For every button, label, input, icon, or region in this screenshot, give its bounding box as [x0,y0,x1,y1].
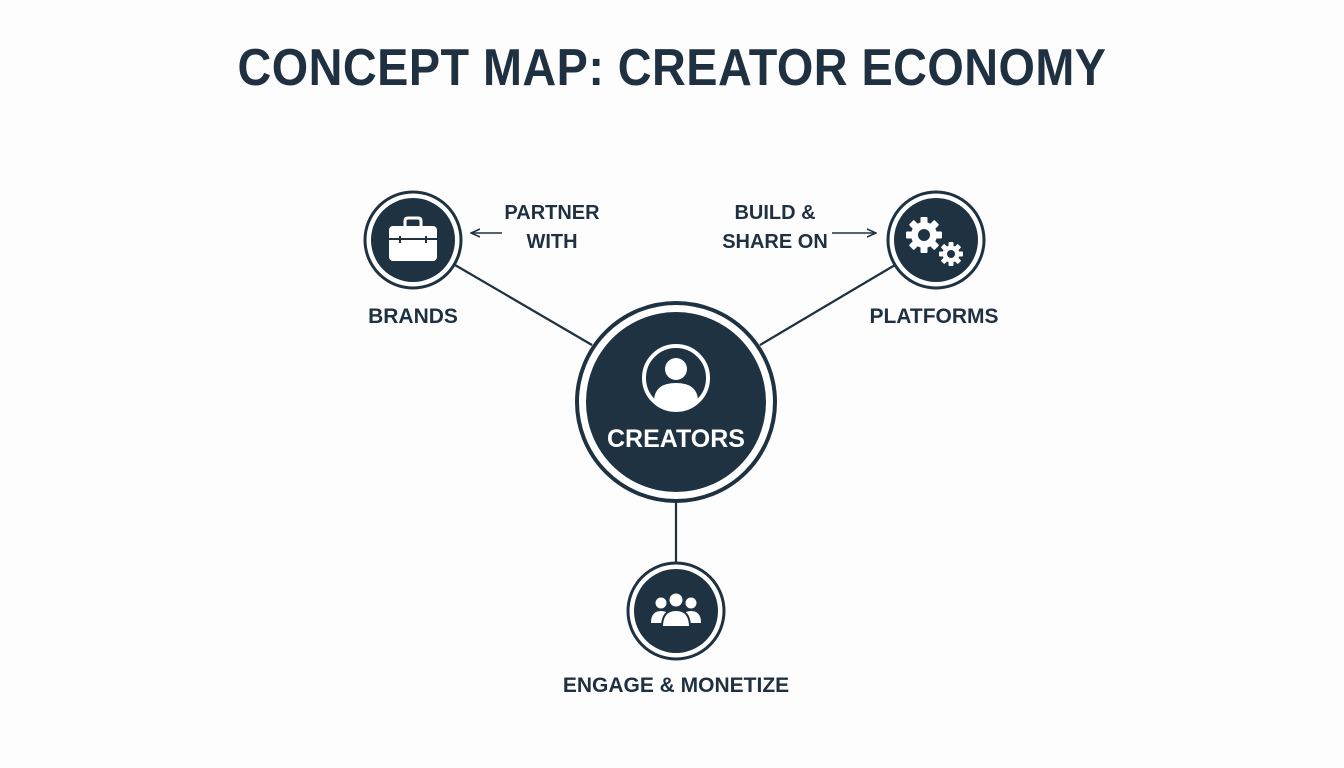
page-title: CONCEPT MAP: CREATOR ECONOMY [237,39,1107,97]
node-audience [626,561,726,661]
edge-label-brands: PARTNER WITH [492,199,612,257]
edge-label-platforms-line1: BUILD & [734,202,816,224]
node-label-platforms: PLATFORMS [869,305,999,328]
edge-label-brands-line2: WITH [526,231,578,253]
node-brands [363,190,463,290]
node-platforms [886,190,986,290]
node-label-brands: BRANDS [368,305,458,328]
node-creators [575,301,777,503]
gears-icon [906,217,963,266]
connector-platforms [759,264,896,346]
node-label-creators: CREATORS [607,425,745,453]
connector-brands [454,264,593,346]
edge-label-brands-line1: PARTNER [504,202,600,224]
group-icon [651,591,701,628]
user-icon [642,344,710,412]
node-label-audience: ENGAGE & MONETIZE [562,674,790,697]
briefcase-icon [389,216,437,261]
edge-label-platforms: BUILD & SHARE ON [714,199,836,257]
edge-label-platforms-line2: SHARE ON [722,231,828,253]
